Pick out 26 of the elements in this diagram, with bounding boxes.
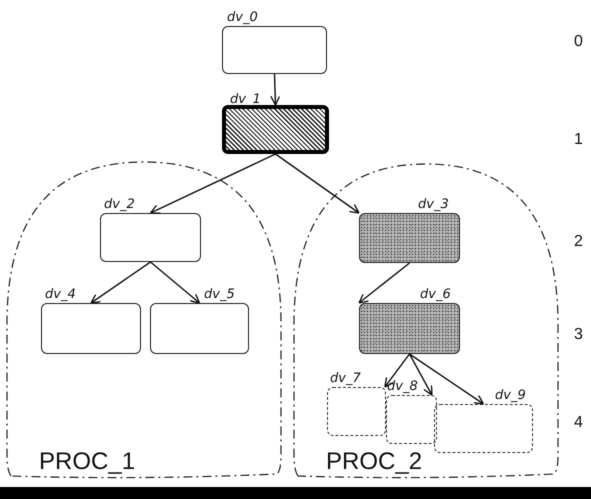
level-number: 0 bbox=[574, 33, 583, 51]
arrow bbox=[358, 262, 410, 304]
arrow bbox=[384, 354, 410, 388]
node-label: dv_0 bbox=[227, 10, 258, 25]
node-label: dv_5 bbox=[204, 287, 235, 302]
arrow bbox=[150, 261, 200, 304]
level-number: 1 bbox=[574, 131, 583, 149]
node-label: dv_6 bbox=[420, 287, 451, 302]
region-label: PROC_2 bbox=[326, 449, 422, 475]
node-label: dv_9 bbox=[495, 388, 526, 403]
arrow bbox=[150, 153, 276, 214]
level-number: 2 bbox=[574, 233, 583, 251]
node-label: dv_8 bbox=[387, 379, 418, 394]
node-label: dv_4 bbox=[45, 287, 76, 302]
arrow bbox=[408, 354, 433, 396]
arrow bbox=[270, 74, 280, 106]
node-label: dv_7 bbox=[330, 371, 361, 386]
region-label: PROC_1 bbox=[39, 449, 136, 475]
arrow bbox=[90, 261, 151, 304]
level-number: 3 bbox=[574, 326, 583, 344]
node-label: dv_1 bbox=[230, 92, 261, 107]
node-label: dv_2 bbox=[104, 197, 135, 212]
arrow bbox=[409, 353, 484, 405]
node-label: dv_3 bbox=[418, 197, 449, 212]
level-number: 4 bbox=[574, 414, 583, 432]
arrow bbox=[275, 153, 360, 214]
